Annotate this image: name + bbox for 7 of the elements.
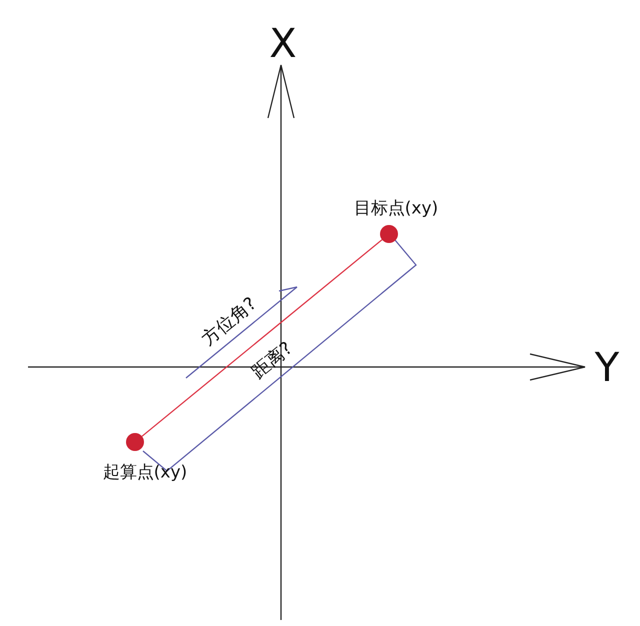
- axis-label: Y: [594, 345, 620, 391]
- axis-label: X: [269, 21, 297, 67]
- point-label: 起算点(xy): [102, 462, 188, 484]
- point-label: 目标点(xy): [354, 198, 438, 220]
- point-marker: [380, 225, 398, 243]
- connector-line: [142, 239, 382, 437]
- point-marker: [126, 433, 144, 451]
